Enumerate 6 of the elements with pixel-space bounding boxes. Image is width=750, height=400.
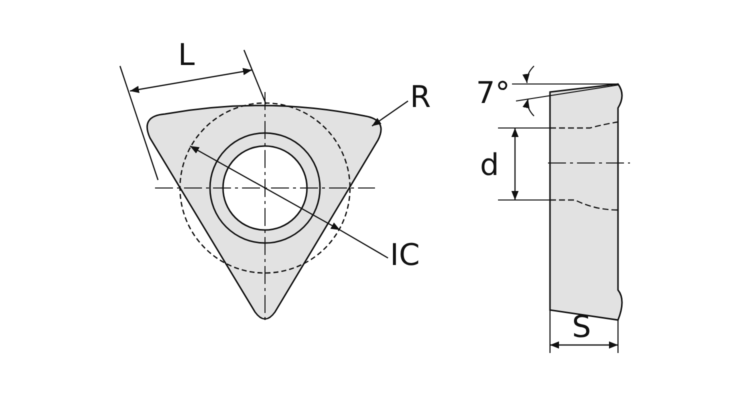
dimension-label: R [410,82,431,114]
dimension-label: L [178,40,195,72]
dimension-label: IC [390,240,420,272]
dimension-label: 7° [476,78,510,110]
dimension-label: d [480,150,500,182]
dimension-label: S [572,312,592,344]
